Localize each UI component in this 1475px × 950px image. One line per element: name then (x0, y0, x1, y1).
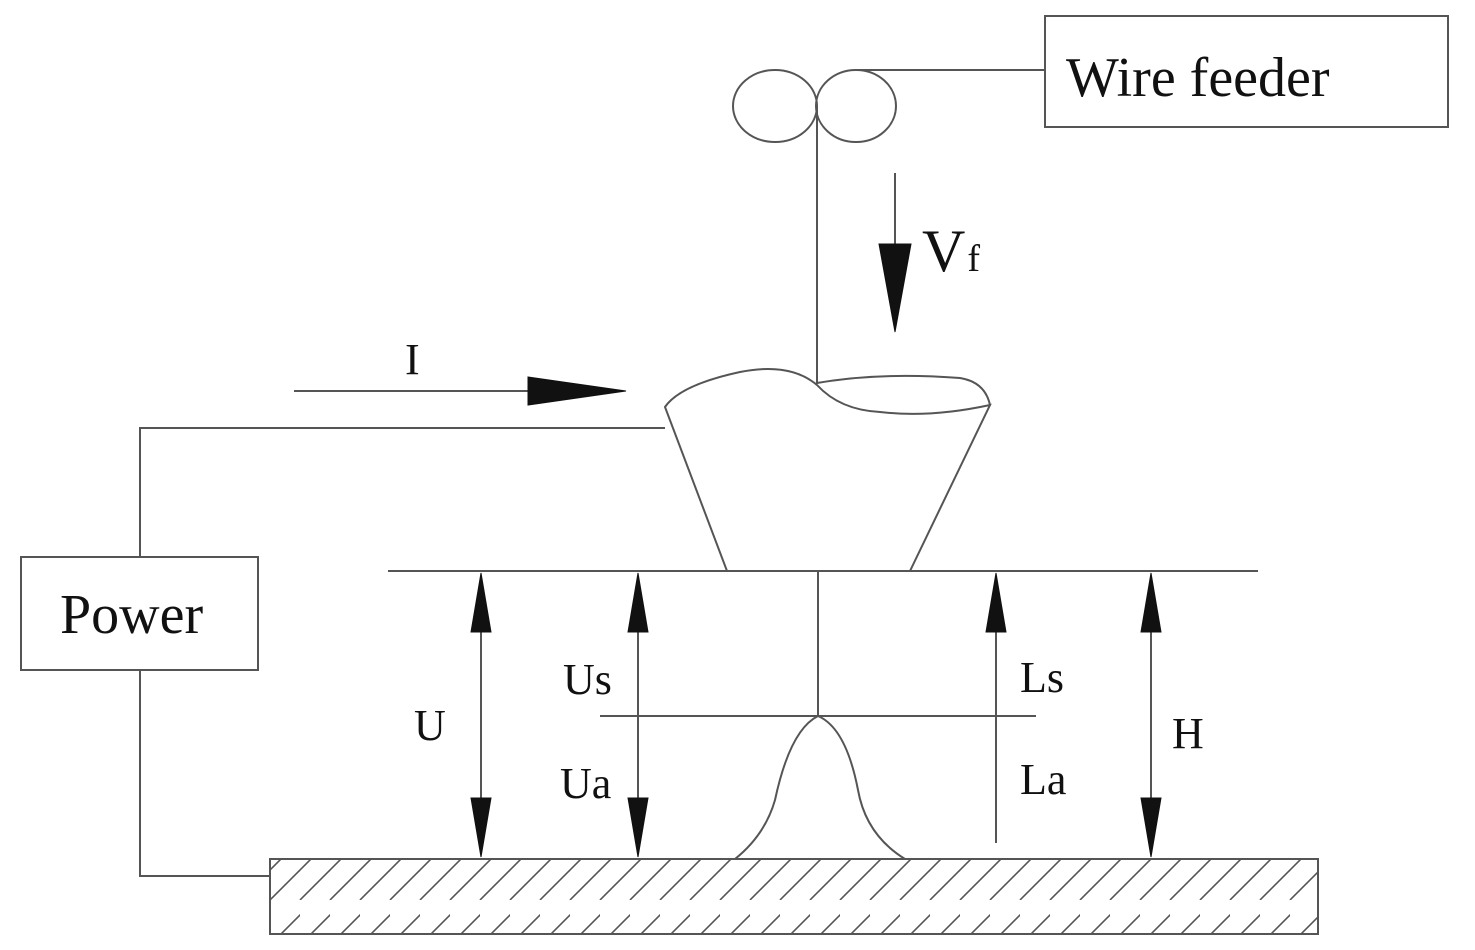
height-dimension-arrow: H (1140, 572, 1204, 858)
current-label: I (405, 335, 420, 384)
workpiece (269, 858, 1319, 935)
length-sheath-label: Ls (1020, 653, 1064, 702)
wire-feeder-box: Wire feeder (1044, 15, 1449, 128)
length-dimension-arrow: Ls La (985, 572, 1066, 843)
power-label: Power (60, 584, 203, 646)
voltage-total-label: U (414, 701, 446, 750)
feed-speed-arrow: Vf (878, 173, 980, 333)
feed-speed-label: Vf (922, 218, 980, 284)
feed-roller-left (732, 69, 818, 143)
wire-feeder-label: Wire feeder (1066, 47, 1330, 109)
current-arrow: I (294, 335, 627, 406)
contact-tube (663, 367, 992, 572)
feed-roller-right (815, 69, 897, 143)
feed-rollers (732, 69, 897, 143)
ground-circuit-wire (139, 670, 270, 877)
arc-profile (734, 714, 906, 860)
power-circuit-wire (139, 427, 665, 557)
power-supply-box: Power (20, 556, 259, 671)
sheath-arc-voltage-arrow: Us Ua (560, 572, 649, 858)
length-arc-label: La (1020, 755, 1066, 804)
voltage-sheath-label: Us (563, 655, 612, 704)
height-label: H (1172, 709, 1204, 758)
voltage-dimension-arrow: U (414, 572, 492, 858)
voltage-arc-label: Ua (560, 759, 611, 808)
